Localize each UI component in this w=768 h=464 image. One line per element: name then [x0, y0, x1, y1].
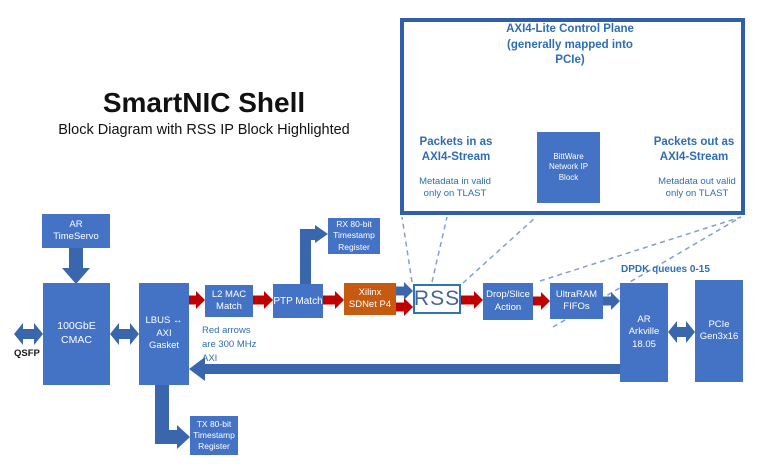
- arrow-lbus-to-tx-timestamp-icon: [155, 385, 190, 449]
- page-title: SmartNIC Shell: [102, 87, 306, 118]
- arrow-ptp-to-sdnet-red-icon: [323, 291, 344, 309]
- block-xilinx-sdnet-p4: Xilinx SDNet P4: [344, 283, 396, 315]
- block-100gbe-cmac: 100GbE CMAC: [43, 283, 110, 385]
- arrow-qsfp-cmac-bidir-icon: [14, 323, 43, 345]
- block-ultraram-fifos: UltraRAM FIFOs: [550, 283, 603, 319]
- arrow-arkville-pcie-bidir-icon: [668, 321, 695, 343]
- red-arrows: [189, 291, 550, 316]
- block-lbus-axi-gasket: LBUS ↔ AXI Gasket: [139, 283, 189, 385]
- block-rx-timestamp-register: RX 80-bit Timestamp Register: [328, 218, 380, 254]
- arrow-sdnet-to-rss-red-icon: [396, 298, 413, 316]
- arrow-dropslice-to-ultraram-red-icon: [533, 292, 550, 310]
- block-ptp-match: PTP Match: [273, 284, 323, 318]
- inset-metadata-in-label: Metadata in valid only on TLAST: [419, 176, 491, 200]
- page-subtitle: Block Diagram with RSS IP Block Highligh…: [58, 122, 350, 138]
- arrow-rss-to-dropslice-red-icon: [461, 291, 483, 309]
- red-arrow-note-label: Red arrows are 300 MHz AXI: [202, 325, 257, 364]
- arrow-lbus-to-l2mac-red-icon: [189, 291, 205, 309]
- inset-metadata-out-label: Metadata out valid only on TLAST: [658, 176, 736, 200]
- inset-packets-in-label: Packets in as AXI4-Stream: [419, 136, 493, 163]
- block-ar-timeservo: AR TimeServo: [42, 214, 110, 248]
- arrow-cmac-lbus-bidir-icon: [110, 323, 139, 345]
- arrow-ultraram-to-arkville-icon: [603, 292, 620, 310]
- diagram-title-group: SmartNIC Shell Block Diagram with RSS IP…: [29, 87, 379, 138]
- dpdk-queues-label: DPDK queues 0-15: [621, 264, 710, 275]
- arrow-timeservo-to-cmac-icon: [62, 248, 90, 284]
- qsfp-label: QSFP: [14, 348, 40, 359]
- arrow-sdnet-to-rss-blue-icon: [396, 282, 413, 300]
- block-rss-highlighted: RSS: [413, 284, 461, 314]
- inset-control-plane-label: AXI4-Lite Control Plane (generally mappe…: [506, 23, 634, 67]
- block-ar-arkville: AR Arkville 18.05: [620, 283, 668, 382]
- inset-packets-out-label: Packets out as AXI4-Stream: [653, 136, 735, 163]
- arrow-l2mac-to-ptp-red-icon: [253, 291, 273, 309]
- block-tx-timestamp-register: TX 80-bit Timestamp Register: [190, 416, 238, 455]
- block-l2-mac-match: L2 MAC Match: [205, 285, 253, 317]
- block-drop-slice-action: Drop/Slice Action: [483, 283, 533, 320]
- arrow-ptp-to-rx-timestamp-icon: [300, 225, 328, 284]
- arrow-arkville-to-lbus-return-icon: [189, 357, 620, 381]
- bittware-network-ip-block: BittWare Network IP Block: [537, 132, 600, 203]
- block-pcie-gen3x16: PCIe Gen3x16: [695, 280, 743, 382]
